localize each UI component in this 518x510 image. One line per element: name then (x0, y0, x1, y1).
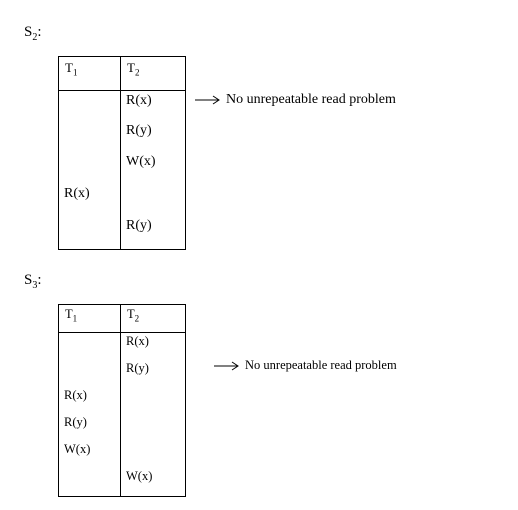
t2-operation: R(y) (126, 123, 152, 138)
header-divider (59, 332, 185, 333)
right-arrow-icon (195, 95, 220, 105)
s2-annotation: No unrepeatable read problem (195, 92, 396, 108)
schedule-s3-table: T1 T2 R(x) R(y) R(x) R(y) W(x) W(x) (58, 304, 186, 497)
t2-operation: W(x) (126, 469, 153, 483)
column-divider (120, 305, 121, 496)
t2-operation: W(x) (126, 154, 156, 169)
t2-operation: R(x) (126, 93, 152, 108)
s3-annotation: No unrepeatable read problem (214, 358, 397, 373)
t2-operation: R(y) (126, 361, 149, 375)
t1-operation: R(y) (64, 415, 87, 429)
t1-operation: R(x) (64, 186, 90, 201)
t2-operation: R(x) (126, 334, 149, 348)
header-t2: T2 (127, 60, 140, 78)
header-t2: T2 (127, 307, 140, 324)
s3-note-text: No unrepeatable read problem (245, 358, 397, 372)
t1-operation: W(x) (64, 442, 91, 456)
header-t1: T1 (65, 307, 78, 324)
header-t1: T1 (65, 60, 78, 78)
s2-note-text: No unrepeatable read problem (226, 92, 396, 107)
schedule-s2-label: S2: (24, 24, 42, 43)
t2-operation: R(y) (126, 218, 152, 233)
t1-operation: R(x) (64, 388, 87, 402)
right-arrow-icon (214, 361, 239, 370)
column-divider (120, 57, 121, 249)
schedule-s2-table: T1 T2 R(x) R(y) W(x) R(x) R(y) (58, 56, 186, 250)
header-divider (59, 90, 185, 91)
schedule-s3-label: S3: (24, 272, 42, 291)
